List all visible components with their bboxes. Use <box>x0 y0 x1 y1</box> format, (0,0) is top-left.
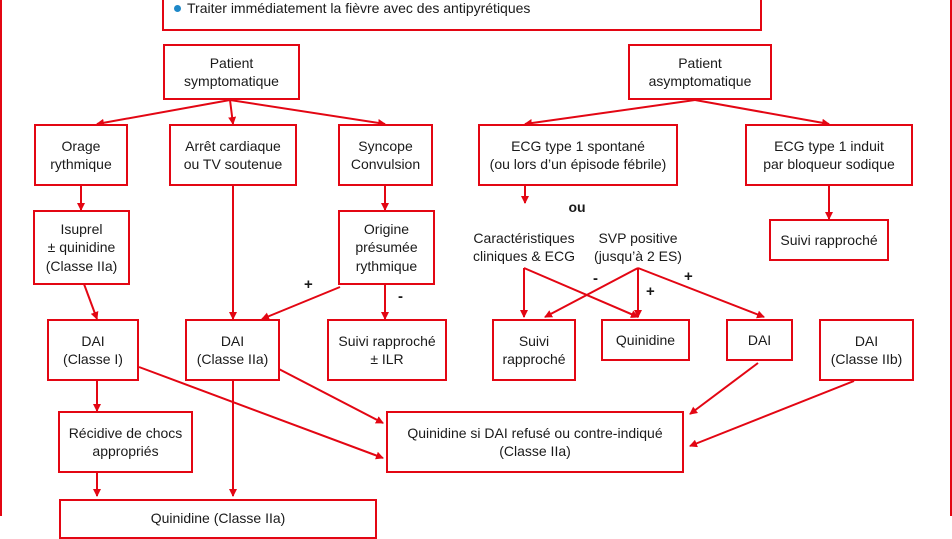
arrow-sympto-orage <box>96 99 231 127</box>
dai-classe-1-box: DAI (Classe I) <box>47 319 139 381</box>
page-frame <box>0 0 952 516</box>
plus-sign-svp-dai: + <box>684 268 693 285</box>
arrow-dai2a-quinidine <box>274 366 384 424</box>
arrow-sympto-syncope <box>229 99 386 127</box>
quinidine-refuse-box: Quinidine si DAI refusé ou contre-indiqu… <box>386 411 684 473</box>
fever-advice-box: Traiter immédiatement la fièvre avec des… <box>162 0 762 31</box>
arrow-dai-quinidine <box>689 362 759 415</box>
arrow-sympto-arret <box>228 99 237 125</box>
suivi-ilr-box: Suivi rapproché ± ILR <box>327 319 447 381</box>
syncope-convulsion-box: Syncope Convulsion <box>338 124 433 186</box>
patient-asymptomatique-box: Patient asymptomatique <box>628 44 772 100</box>
suivi-rapproche-induit-box: Suivi rapproché <box>769 219 889 261</box>
arrow-dai1-quinidine <box>138 366 384 460</box>
isuprel-box: Isuprel ± quinidine (Classe IIa) <box>33 210 130 285</box>
quinidine-bottom-text: Quinidine (Classe IIa) <box>150 510 286 526</box>
quinidine-bottom-box: Quinidine (Classe IIa) <box>59 499 377 539</box>
arrow-dai2b-quinidine <box>689 380 855 448</box>
arret-cardiaque-box: Arrêt cardiaque ou TV soutenue <box>169 124 297 186</box>
ecg-spontane-box: ECG type 1 spontané (ou lors d’un épisod… <box>478 124 678 186</box>
dai-box: DAI <box>726 319 793 361</box>
fever-advice-text: Traiter immédiatement la fièvre avec des… <box>187 0 531 16</box>
minus-sign-origine: - <box>398 288 403 305</box>
recidive-chocs-box: Récidive de chocs appropriés <box>58 411 193 473</box>
orage-rythmique-box: Orage rythmique <box>34 124 128 186</box>
ou-label: ou <box>568 199 586 215</box>
quinidine-box: Quinidine <box>601 319 690 361</box>
plus-sign-origine: + <box>304 276 313 293</box>
arrow-asympto-spontane <box>524 99 696 127</box>
dai-classe-2a-box: DAI (Classe IIa) <box>185 319 280 381</box>
origine-rythmique-box: Origine présumée rythmique <box>338 210 435 285</box>
bullet-icon <box>174 4 181 12</box>
patient-symptomatique-box: Patient symptomatique <box>163 44 300 100</box>
svp-positive-label: SVP positive (jusqu’à 2 ES) <box>594 230 682 265</box>
arrow-carac-quinidine <box>523 267 639 318</box>
dai-classe-2b-box: DAI (Classe IIb) <box>819 319 914 381</box>
arrow-asympto-induit <box>694 99 830 127</box>
caracteristiques-label: Caractéristiques cliniques & ECG <box>473 230 575 265</box>
arrow-svp-dai <box>637 267 765 319</box>
arrow-svp-suivi <box>544 267 639 318</box>
arrow-origine-dai2a <box>261 286 341 321</box>
arrow-isuprel-dai1 <box>83 283 99 320</box>
suivi-rapproche-box: Suivi rapproché <box>492 319 576 381</box>
minus-sign-svp: - <box>593 270 598 287</box>
plus-sign-svp-quinidine: + <box>646 283 655 300</box>
ecg-induit-box: ECG type 1 induit par bloqueur sodique <box>745 124 913 186</box>
arrow-layer <box>77 99 855 497</box>
